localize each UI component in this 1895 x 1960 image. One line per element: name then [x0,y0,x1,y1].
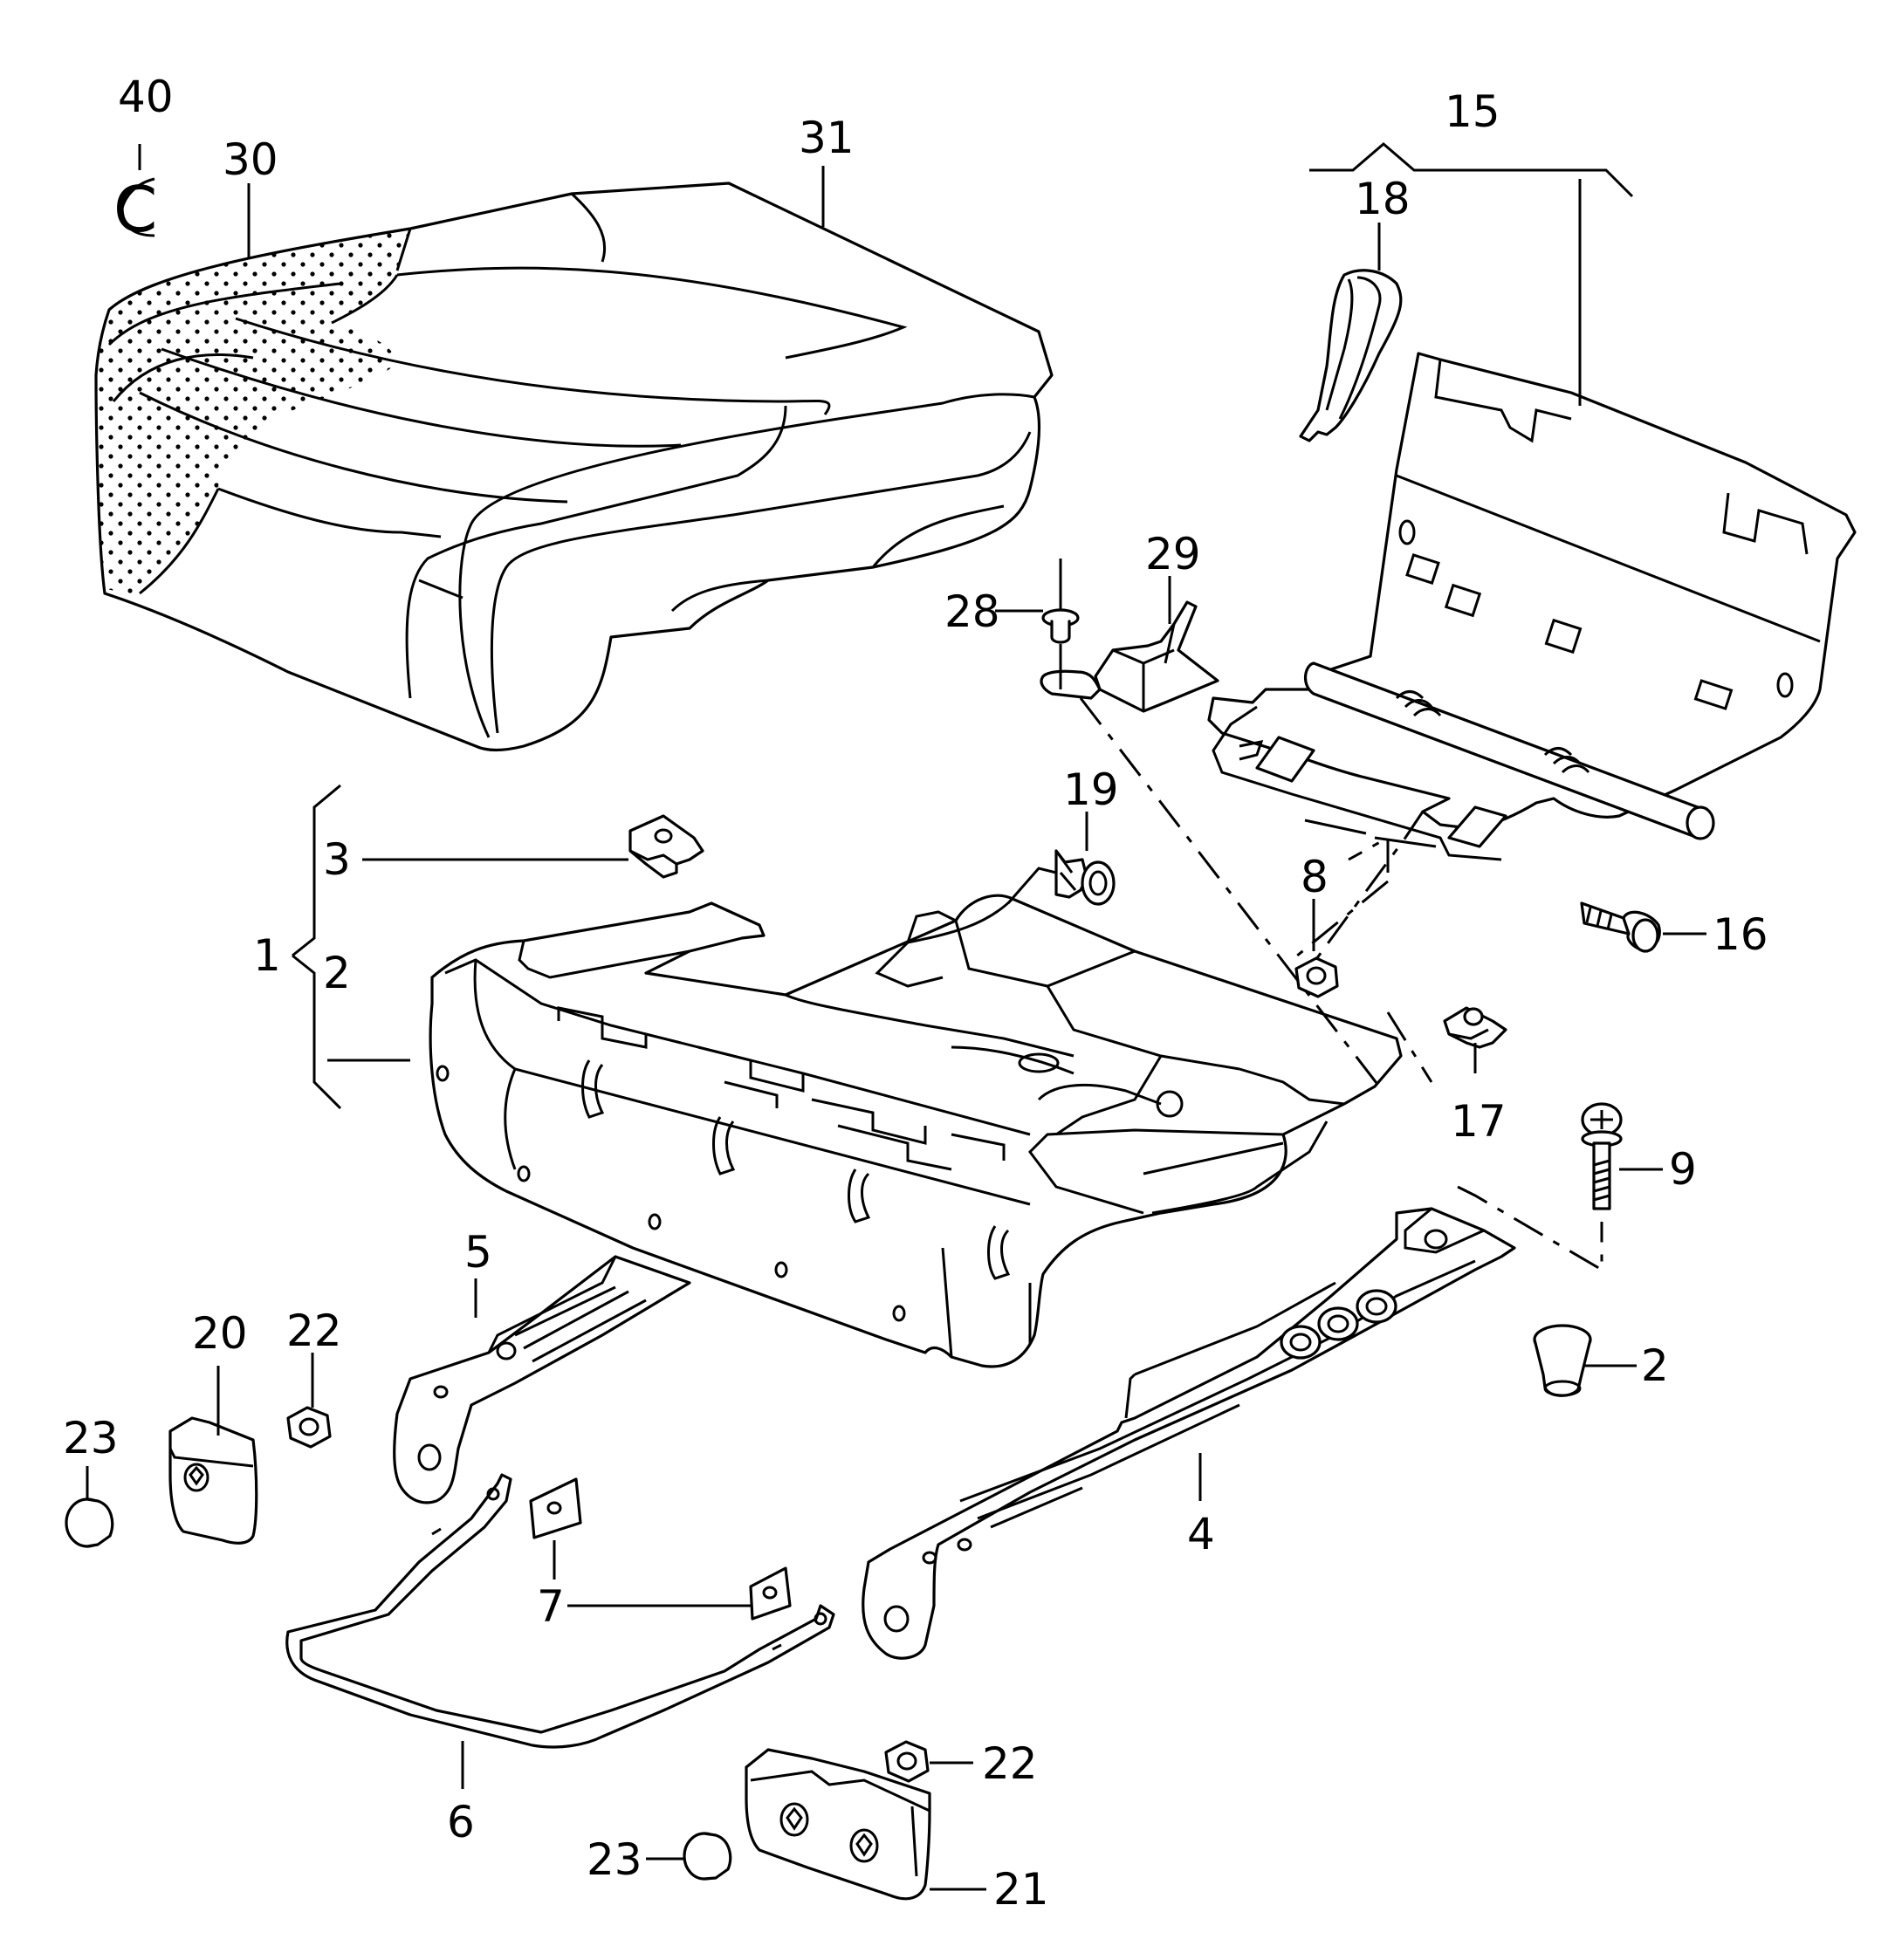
seat-cushion-part [94,182,1054,752]
pin-part-28 [1041,559,1080,689]
callout-1: 1 [253,930,281,981]
callout-5: 5 [464,1227,492,1278]
callout-28: 28 [944,586,1000,637]
callout-22-lower: 22 [982,1738,1038,1789]
seat-pan-frame-part [429,894,1403,1368]
callout-2-bump-stop: 2 [1641,1340,1669,1391]
wire-frame-part-6 [285,1473,835,1749]
dashed-guides [1079,697,1603,1272]
nut-part-22-upper [286,1406,332,1449]
clip-part-3 [628,814,704,879]
bolt-part-9 [1581,1102,1623,1210]
nut-part-22-lower [884,1740,930,1783]
cover-part-20 [168,1416,258,1545]
callout-22-upper: 22 [286,1306,342,1356]
pad-part-7-lower [749,1566,792,1621]
c-bracket-symbol [120,177,155,237]
callout-labels: 40 C 30 31 15 18 29 28 19 3 1 2 8 16 17 … [63,72,1768,1915]
callout-c-symbol: C [113,173,157,246]
callout-2-frame: 2 [323,948,351,998]
callout-6: 6 [447,1797,475,1847]
callout-31: 31 [799,113,855,163]
seat-rail-part-4 [862,1207,1516,1660]
bump-stop-part-2 [1533,1324,1592,1397]
callout-3: 3 [323,834,351,885]
bolt-part-16 [1580,901,1661,953]
cover-part-21 [745,1748,931,1901]
pad-part-7-upper [529,1477,582,1539]
callout-20: 20 [192,1308,248,1359]
callout-40: 40 [118,72,174,122]
callout-23-lower: 23 [587,1834,642,1885]
callout-19: 19 [1063,764,1119,815]
callout-16: 16 [1713,909,1768,960]
callout-21: 21 [993,1864,1049,1915]
plug-part-23-upper [65,1497,114,1548]
clip-part-17 [1443,1006,1507,1049]
hinge-panel-part [1207,352,1857,861]
callout-18: 18 [1355,174,1411,224]
callout-30: 30 [223,134,278,185]
callout-23-upper: 23 [63,1413,119,1463]
callout-15: 15 [1445,86,1500,137]
callout-8: 8 [1301,852,1329,902]
callout-7: 7 [537,1581,565,1632]
grommet-part-19 [1054,849,1116,906]
trim-strip-part [1299,269,1403,442]
plug-part-23-lower [683,1832,732,1881]
callout-4: 4 [1187,1509,1215,1559]
bracket-part-29 [1040,600,1219,713]
nut-part-8 [1294,956,1339,998]
callout-9: 9 [1669,1144,1697,1195]
callout-17: 17 [1451,1096,1507,1147]
callout-29: 29 [1145,529,1201,579]
leader-lines [86,142,1706,1891]
seat-rail-part-5 [393,1255,691,1504]
